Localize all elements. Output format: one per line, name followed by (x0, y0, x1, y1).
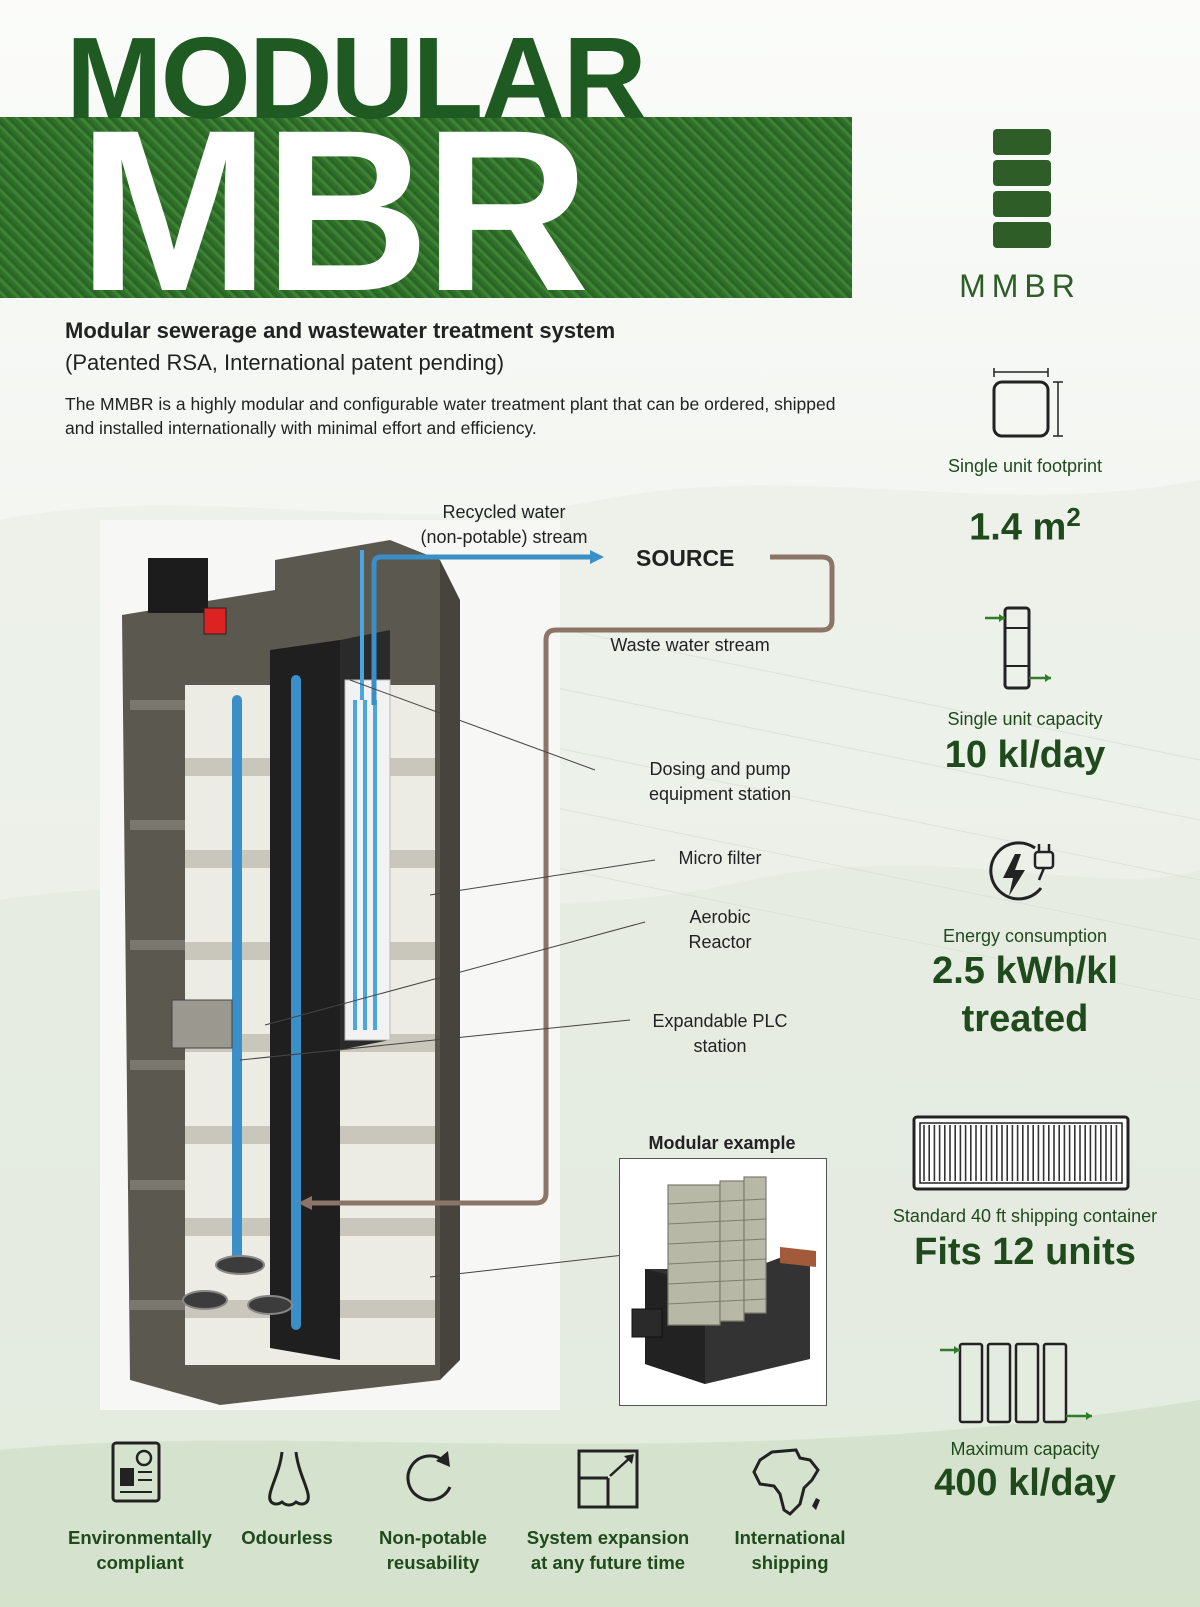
description: The MMBR is a highly modular and configu… (65, 394, 836, 438)
feature-label-line2: compliant (96, 1552, 184, 1573)
stat-label-footprint: Single unit footprint (947, 456, 1103, 476)
energy-plug-icon (989, 841, 1055, 901)
stat-label-container: Standard 40 ft shipping container (892, 1206, 1158, 1226)
feature-label-line1: Odourless (241, 1527, 333, 1548)
stat-value-container: Fits 12 units (914, 1231, 1136, 1273)
callout-aerobic-line1: Aerobic (689, 907, 751, 927)
nose-icon (268, 1451, 310, 1507)
stat-value-footprint: 1.4 m2 (969, 502, 1081, 549)
recycled-stream-label: Recycled water (non-potable) stream (404, 500, 604, 550)
feature-label-line2: at any future time (530, 1552, 686, 1573)
stat-value-max: 400 kl/day (934, 1462, 1116, 1504)
feature-label-line1: Environmentally (68, 1527, 212, 1548)
feature-odourless: Odourless (228, 1525, 346, 1550)
multi-unit-icon (940, 1342, 1092, 1424)
title-mbr: MBR (78, 82, 590, 339)
mbr-unit-cutaway-illustration (100, 520, 560, 1410)
footprint-icon (992, 368, 1063, 438)
feature-non-potable-reusability: Non-potable reusability (358, 1525, 508, 1575)
expansion-icon (577, 1449, 639, 1509)
feature-label-line2: reusability (386, 1552, 480, 1573)
source-label: SOURCE (636, 545, 735, 571)
modular-example-illustration (631, 1176, 816, 1384)
feature-label-line2: shipping (751, 1552, 829, 1573)
callout-plc-station: Expandable PLC station (630, 1009, 810, 1059)
logo-block (993, 129, 1051, 155)
shipping-container-icon (912, 1115, 1130, 1191)
feature-label-line1: International (734, 1527, 846, 1548)
callout-micro-filter: Micro filter (678, 848, 762, 868)
callout-plc-line1: Expandable PLC (652, 1011, 788, 1031)
stat-label-max: Maximum capacity (950, 1439, 1100, 1459)
logo-block (993, 160, 1051, 186)
stat-value-energy-line2: treated (961, 998, 1089, 1040)
title-green-band (0, 117, 852, 298)
africa-map-icon (752, 1448, 820, 1516)
recycle-arrow-icon (406, 1451, 452, 1502)
subheading: Modular sewerage and wastewater treatmen… (65, 318, 616, 343)
feature-system-expansion: System expansion at any future time (508, 1525, 708, 1575)
recycled-stream-line2: (non-potable) stream (420, 527, 588, 547)
callout-dosing-station: Dosing and pump equipment station (610, 757, 830, 807)
capacity-unit-icon (985, 606, 1051, 690)
feature-international-shipping: International shipping (718, 1525, 862, 1575)
patent-note: (Patented RSA, International patent pend… (65, 350, 505, 375)
callout-dosing-line1: Dosing and pump (649, 759, 791, 779)
logo-block (993, 222, 1051, 248)
feature-label-line1: Non-potable (379, 1527, 487, 1548)
logo-text: MMBR (959, 268, 1081, 304)
stat-label-energy: Energy consumption (942, 926, 1108, 946)
stat-value-capacity: 10 kl/day (944, 734, 1106, 776)
recycled-arrowhead (590, 550, 604, 564)
title-modular: MODULAR (66, 13, 647, 143)
compliance-document-icon (111, 1441, 161, 1503)
modular-example-title: Modular example (648, 1133, 796, 1153)
stat-value-energy: 2.5 kWh/kl (932, 950, 1118, 992)
feature-label-line1: System expansion (526, 1527, 690, 1548)
feature-environmentally-compliant: Environmentally compliant (48, 1525, 232, 1575)
waste-arrowhead (298, 1196, 312, 1210)
waste-stream-label: Waste water stream (610, 635, 770, 655)
modular-example-box (619, 1158, 827, 1406)
callout-plc-line2: station (693, 1036, 747, 1056)
logo-block (993, 191, 1051, 217)
stat-label-capacity: Single unit capacity (947, 709, 1103, 729)
callout-dosing-line2: equipment station (648, 784, 792, 804)
callout-aerobic-reactor: Aerobic Reactor (650, 905, 790, 955)
recycled-stream-line1: Recycled water (442, 502, 566, 522)
callout-aerobic-line2: Reactor (688, 932, 752, 952)
